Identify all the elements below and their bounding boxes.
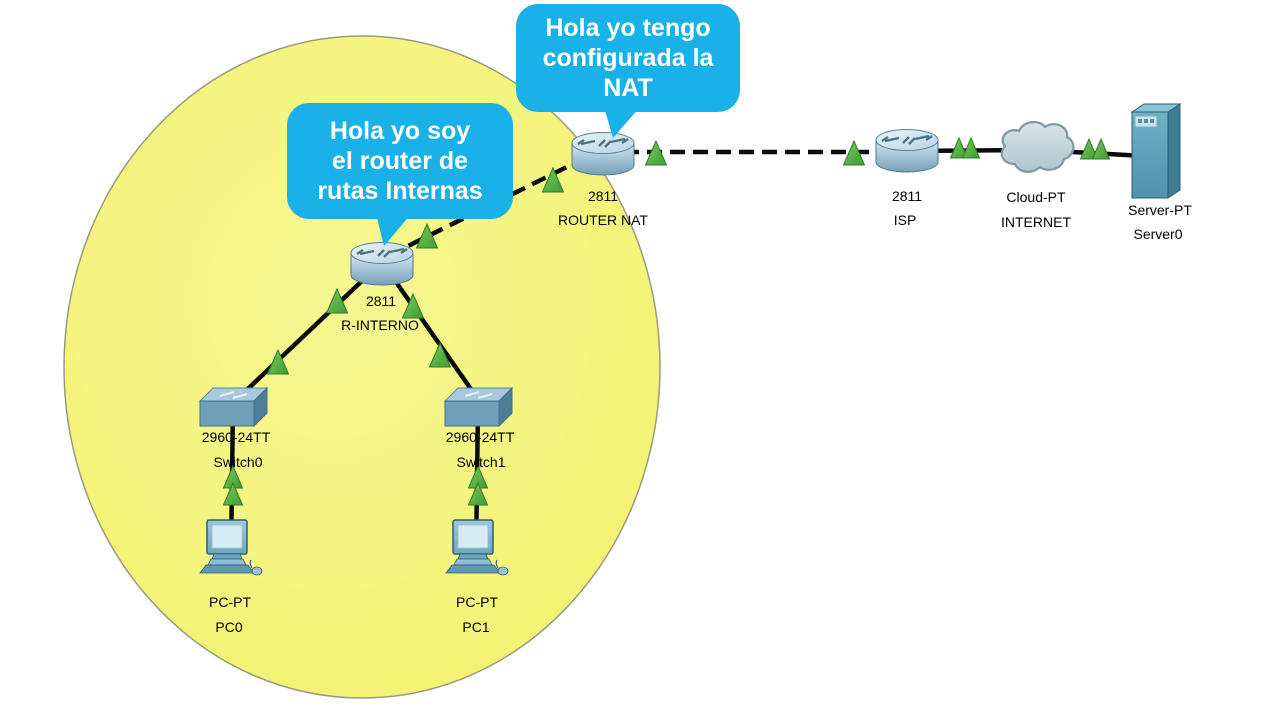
desktop-pc-icon	[199, 519, 263, 576]
device-r-interno[interactable]	[350, 242, 414, 286]
router-cylinder-icon	[350, 242, 414, 286]
device-label-model: 2811	[365, 293, 397, 309]
green-triangle-up-icon	[541, 166, 565, 193]
device-label-name: Switch1	[456, 454, 506, 470]
bubble-text-line: Hola yo soy	[329, 117, 471, 145]
device-label-model: 2811	[587, 188, 619, 204]
bubble-text-line: NAT	[603, 74, 653, 102]
green-triangle-up-icon	[325, 287, 349, 314]
device-label-name: ROUTER NAT	[558, 212, 648, 228]
device-label-model: 2960-24TT	[445, 429, 515, 445]
bubble-text-line: rutas Internas	[317, 177, 483, 205]
green-triangle-up-icon	[1091, 137, 1111, 160]
green-triangle-up-icon	[961, 136, 981, 159]
bubble-text-line: configurada la	[542, 44, 714, 72]
green-triangle-up-icon	[842, 139, 866, 166]
green-triangle-up-icon	[428, 341, 452, 368]
speech-bubble-nat[interactable]: Hola yo tengo configurada la NAT	[516, 4, 740, 112]
device-label-model: PC-PT	[456, 594, 498, 610]
bubble-text-line: Hola yo tengo	[545, 14, 711, 42]
link-rinterno-switch1[interactable]	[380, 260, 482, 404]
bubble-text-line: el router de	[331, 147, 469, 175]
desktop-pc-icon	[445, 519, 509, 576]
link-rinterno-switch0[interactable]	[232, 260, 384, 404]
device-switch1[interactable]	[443, 386, 514, 428]
link-status-layer	[222, 136, 1111, 506]
cloud-icon	[1000, 121, 1075, 173]
device-label-name: PC0	[215, 619, 243, 635]
server-tower-icon	[1130, 103, 1182, 199]
speech-bubble-interno[interactable]: Hola yo soy el router de rutas Internas	[287, 103, 513, 219]
device-router-nat[interactable]	[571, 132, 635, 176]
green-triangle-up-icon	[266, 348, 290, 375]
switch-3d-icon	[198, 386, 269, 428]
device-internet-cloud[interactable]	[1000, 121, 1075, 173]
device-label-model: Cloud-PT	[1006, 189, 1066, 205]
device-pc1[interactable]	[445, 519, 509, 576]
device-label-name: INTERNET	[1001, 214, 1071, 230]
device-label-name: ISP	[893, 212, 917, 228]
device-label-model: 2811	[891, 188, 923, 204]
green-triangle-up-icon	[401, 292, 425, 319]
green-triangle-up-icon	[949, 136, 969, 159]
device-label-model: 2960-24TT	[201, 429, 271, 445]
device-label-name: Server0	[1133, 226, 1183, 242]
device-server0[interactable]	[1130, 103, 1182, 199]
device-label-model: Server-PT	[1128, 202, 1192, 218]
green-triangle-up-icon	[467, 481, 489, 506]
device-isp[interactable]	[875, 129, 939, 173]
device-label-name: PC1	[462, 619, 490, 635]
switch-3d-icon	[443, 386, 514, 428]
device-switch0[interactable]	[198, 386, 269, 428]
green-triangle-up-icon	[222, 481, 244, 506]
router-cylinder-icon	[875, 129, 939, 173]
green-triangle-up-icon	[415, 222, 439, 249]
green-triangle-up-icon	[644, 139, 668, 166]
router-cylinder-icon	[571, 132, 635, 176]
device-label-name: Switch0	[213, 454, 263, 470]
green-triangle-up-icon	[1079, 137, 1099, 160]
device-label-name: R-INTERNO	[341, 317, 419, 333]
device-pc0[interactable]	[199, 519, 263, 576]
device-label-model: PC-PT	[209, 594, 251, 610]
